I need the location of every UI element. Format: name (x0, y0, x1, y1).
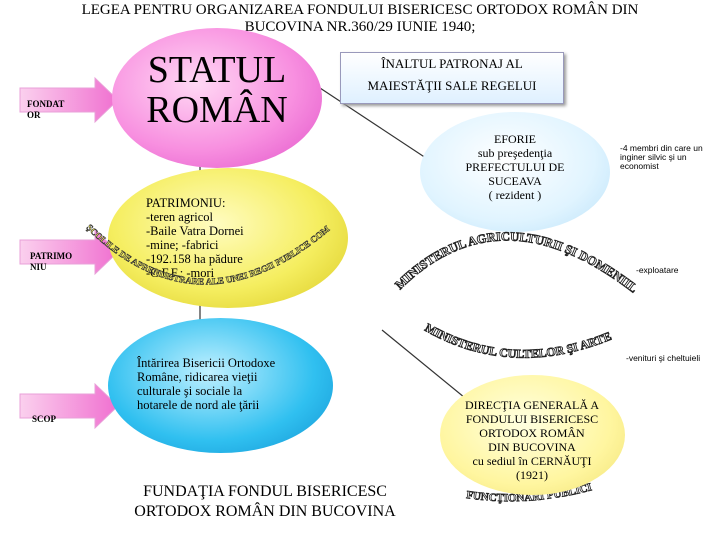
connector-directia (381, 329, 472, 404)
title-line-1: LEGEA PENTRU ORGANIZAREA FONDULUI BISERI… (81, 2, 639, 18)
scop-circle (108, 318, 333, 453)
connector-statul-eforie (319, 87, 435, 164)
arrow-patrimoniu (19, 228, 119, 276)
scop-text: Întărirea Bisericii Ortodoxe Române, rid… (137, 356, 276, 412)
diagram-title: LEGEA PENTRU ORGANIZAREA FONDULUI BISERI… (20, 2, 700, 36)
arc-ministry-cult-text: MINISTERUL CULTELOR ŞI ARTELOR (0, 0, 614, 361)
label-fondator: FONDAT OR (27, 99, 65, 120)
venituri-note: -venituri şi cheltuieli (626, 353, 701, 363)
arc-patrimoniu-text: ŞCOLILE DE APRENDISTRARE ALE UNEI REGII … (0, 0, 332, 287)
statul-circle (112, 28, 322, 168)
directia-text: DIRECŢIA GENERALĂ A FONDULUI BISERICESC … (465, 398, 599, 482)
patrimoniu-text: PATRIMONIU: -teren agricol -Baile Vatra … (146, 196, 244, 280)
patrimoniu-circle (108, 168, 348, 308)
directia-circle (440, 375, 625, 495)
title-line-2: BUCOVINA NR.360/29 IUNIE 1940; (244, 19, 476, 35)
inaltul-patronaj-box: ÎNALTUL PATRONAJ AL MAIESTĂŢII SALE REGE… (340, 52, 564, 104)
arrow-scop (19, 382, 119, 430)
eforie-circle (420, 112, 610, 232)
label-scop: SCOP (32, 414, 57, 424)
statul-text: STATUL ROMÂN (146, 49, 288, 131)
label-patrimoniu: PATRIMO NIU (30, 251, 73, 272)
arrow-fondator (19, 76, 119, 124)
eforie-text: EFORIE sub preşedenţia PREFECTULUI DE SU… (465, 132, 565, 202)
arc-ministry-agri-text: MINISTERUL AGRICULTURII ŞI DOMENIILOR (0, 0, 640, 296)
fundatia-text: FUNDAŢIA FONDUL BISERICESC ORTODOX ROMÂN… (134, 483, 396, 520)
eforie-note: -4 membri din care un inginer silvic şi … (620, 143, 703, 171)
exploatare-note: -exploatare (636, 265, 679, 275)
